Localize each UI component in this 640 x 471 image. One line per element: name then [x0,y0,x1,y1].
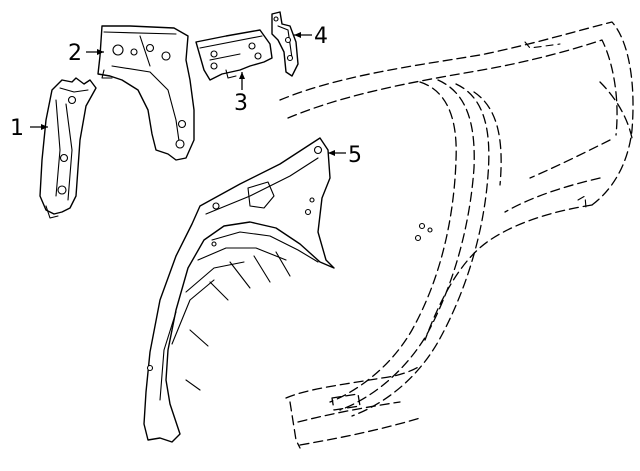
quarter-panel-outline [279,21,634,449]
part-4-narrow-bracket [271,11,299,77]
callout-4: 4 [314,24,328,49]
callout-1: 1 [10,116,24,141]
callout-2: 2 [68,41,82,66]
callout-5: 5 [348,143,362,168]
part-3-bracket [195,29,273,81]
part-1-pillar-reinforcement [39,77,97,219]
part-2-upper-reinforcement [97,25,195,161]
callout-3: 3 [234,91,248,116]
part-5-wheelhouse-panel [143,137,335,443]
